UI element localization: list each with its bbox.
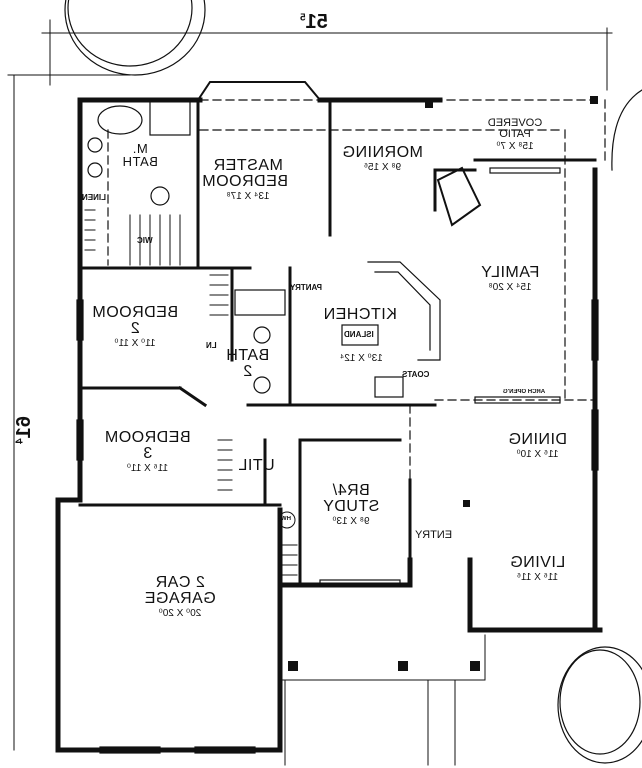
kitchen-pantry: PANTRY bbox=[290, 283, 322, 292]
room-dimensions: 9⁸ X 13⁰ bbox=[332, 516, 370, 527]
arch-opening: ARCH OPEN'G bbox=[503, 389, 546, 395]
bath-fixtures bbox=[87, 99, 286, 394]
windows bbox=[76, 167, 599, 754]
room-bedroom-3: BEDROOM 3 11⁶ X 11⁰ bbox=[95, 429, 200, 474]
room-wic: WIC bbox=[137, 236, 153, 245]
room-name: BEDROOM bbox=[201, 173, 288, 190]
room-dimensions: 15⁸ X 7⁰ bbox=[496, 141, 534, 152]
depth-sup: 4 bbox=[14, 438, 26, 444]
linen-closet: LN bbox=[206, 341, 217, 350]
room-name: KITCHEN bbox=[323, 306, 397, 323]
room-m-bath: M. BATH bbox=[115, 141, 165, 169]
room-study: BR4/ STUDY 9⁸ X 13⁰ bbox=[316, 482, 386, 527]
porch bbox=[279, 584, 486, 766]
room-name: STUDY bbox=[322, 498, 380, 515]
room-covered-patio: COVERED PATIO 15⁸ X 7⁰ bbox=[470, 117, 560, 152]
room-dimensions: 11⁰ X 11⁰ bbox=[114, 338, 156, 349]
room-dimensions: 20⁰ X 20⁰ bbox=[158, 608, 202, 619]
water-heater: HW bbox=[281, 516, 291, 522]
room-name: DINING bbox=[508, 431, 567, 448]
room-dimensions: 11⁶ X 11⁶ bbox=[516, 572, 559, 583]
room-name: BR4/ bbox=[332, 482, 370, 499]
room-kitchen: KITCHEN bbox=[315, 306, 405, 323]
room-dimensions: 11⁶ X 10⁰ bbox=[516, 449, 559, 460]
room-name: 2 bbox=[242, 363, 253, 380]
room-dimensions: 11⁶ X 11⁰ bbox=[126, 463, 169, 474]
room-dimensions: 9⁸ X 15⁶ bbox=[363, 162, 402, 173]
interior-walls bbox=[78, 98, 597, 587]
room-util: UTIL bbox=[238, 457, 275, 474]
kitchen-counter bbox=[341, 261, 441, 398]
room-dining: DINING 11⁶ X 10⁰ bbox=[500, 431, 575, 460]
width-value: 51 bbox=[305, 11, 328, 33]
room-name: BATH bbox=[225, 347, 270, 364]
room-name: LIVING bbox=[509, 554, 566, 571]
room-name: BATH bbox=[122, 154, 158, 169]
width-dimension: 515 bbox=[300, 11, 328, 33]
room-living: LIVING 11⁶ X 11⁶ bbox=[500, 554, 575, 583]
kitchen-dimensions: 13⁰ X 12⁴ bbox=[340, 353, 383, 364]
dimension-lines bbox=[7, 19, 613, 751]
depth-dimension: 614 bbox=[12, 416, 35, 444]
bay-window bbox=[196, 81, 322, 102]
room-name: BEDROOM bbox=[104, 429, 191, 446]
fireplace bbox=[436, 166, 482, 227]
depth-value: 61 bbox=[12, 416, 35, 439]
room-name: GARAGE bbox=[144, 590, 216, 607]
room-name: 2 CAR bbox=[155, 574, 205, 591]
room-dimensions: 15⁴ X 20⁸ bbox=[488, 282, 532, 293]
kitchen-island: ISLAND bbox=[344, 330, 374, 339]
room-family: FAMILY 15⁴ X 20⁸ bbox=[470, 264, 550, 293]
tree-icons bbox=[64, 0, 642, 764]
room-bath-2: BATH 2 bbox=[225, 347, 270, 380]
room-name: BEDROOM bbox=[91, 304, 179, 321]
room-name: PATIO bbox=[499, 128, 531, 140]
room-master-bedroom: MASTER BEDROOM 13⁴ X 17⁸ bbox=[201, 157, 288, 202]
room-dimensions: 13⁴ X 17⁸ bbox=[226, 191, 270, 202]
room-bedroom-2: BEDROOM 2 11⁰ X 11⁰ bbox=[90, 304, 180, 349]
room-name: MORNING bbox=[342, 144, 423, 161]
room-name: 2 bbox=[130, 320, 140, 337]
kitchen-coats: COATS bbox=[402, 370, 430, 379]
room-name: 3 bbox=[142, 445, 153, 462]
closet-hatch bbox=[84, 209, 298, 576]
porch-posts bbox=[288, 96, 598, 671]
dashed-lines bbox=[107, 99, 606, 481]
room-name: MASTER bbox=[213, 157, 283, 174]
room-name: FAMILY bbox=[480, 264, 540, 281]
room-linen: LINEN bbox=[82, 193, 106, 202]
width-sup: 5 bbox=[300, 12, 306, 24]
room-garage: 2 CAR GARAGE 20⁰ X 20⁰ bbox=[130, 574, 230, 619]
room-morning: MORNING 9⁸ X 15⁶ bbox=[335, 144, 430, 173]
room-entry: ENTRY bbox=[415, 529, 453, 541]
